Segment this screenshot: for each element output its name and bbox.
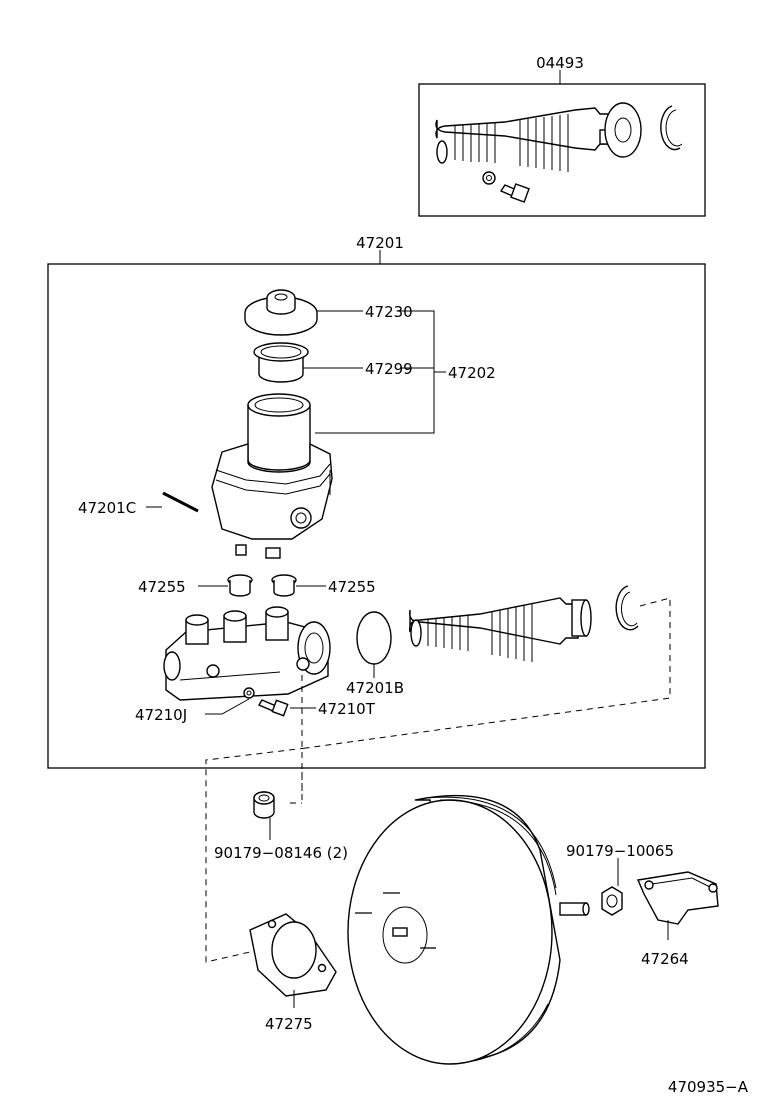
label-47275: 47275: [265, 1015, 313, 1033]
piston-assembly: [409, 597, 592, 662]
gasket-47275: [249, 913, 337, 997]
kit-snap-ring: [660, 105, 681, 151]
label-47210T: 47210T: [318, 700, 376, 718]
grommet-left: [227, 574, 253, 597]
kit-piston-assembly: [435, 102, 642, 172]
label-47264: 47264: [641, 950, 689, 968]
brake-booster: [347, 794, 590, 1065]
kit-04493-box: [418, 83, 706, 217]
o-ring: [356, 611, 392, 665]
label-90179-08146: 90179−08146 (2): [214, 844, 348, 862]
reservoir-pin: [162, 491, 199, 513]
reservoir-cap: [244, 289, 318, 336]
label-47201C: 47201C: [78, 499, 136, 517]
grommet-right: [271, 574, 297, 597]
label-47255-right: 47255: [328, 578, 376, 596]
nut-90179-10065: [601, 886, 623, 916]
label-47201: 47201: [356, 234, 404, 252]
assembly-47201-group: 47201 47230 47299 47202: [47, 234, 706, 800]
label-47201B: 47201B: [346, 679, 404, 697]
label-47255-left: 47255: [138, 578, 186, 596]
kit-screw-and-nut: [482, 171, 530, 203]
reservoir-strainer: [253, 342, 309, 383]
nut-90179-08146: [253, 791, 275, 819]
bolt-47210T: [257, 699, 289, 717]
label-47210J: 47210J: [135, 706, 187, 724]
label-90179-10065: 90179−10065: [566, 842, 674, 860]
screw-47210J: [243, 687, 255, 699]
figure-code: 470935−A: [668, 1078, 749, 1096]
master-cylinder-body: [163, 606, 331, 701]
snap-ring: [615, 585, 639, 631]
reservoir-tank: [211, 393, 333, 559]
label-47230: 47230: [365, 303, 413, 321]
label-47202: 47202: [448, 364, 496, 382]
label-04493: 04493: [536, 54, 584, 72]
bracket-47264: [637, 871, 719, 925]
kit-04493-group: 04493: [418, 54, 706, 217]
label-47299: 47299: [365, 360, 413, 378]
assembly-47201-box: [47, 263, 706, 769]
